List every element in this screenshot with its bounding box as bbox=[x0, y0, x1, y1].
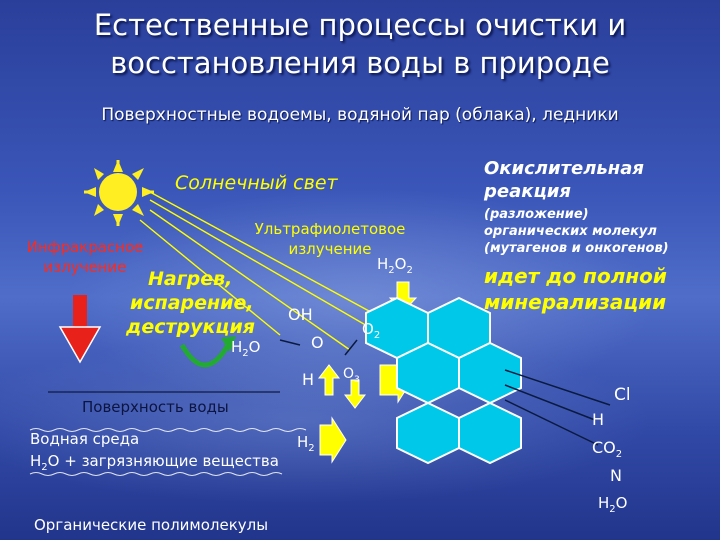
h-formula: H bbox=[302, 370, 315, 389]
water-env-label: Водная среда bbox=[30, 430, 140, 448]
o-formula: O bbox=[311, 333, 324, 352]
ray-3 bbox=[149, 209, 351, 351]
infrared-label-line1: Инфракрасное bbox=[26, 238, 144, 256]
h-up-arrow-icon bbox=[317, 364, 341, 396]
hexagon-cluster bbox=[365, 296, 522, 465]
mineral-label-line2: минерализации bbox=[484, 290, 667, 314]
oxidation-label-line2: реакция bbox=[484, 181, 571, 202]
h2-right-arrow-icon bbox=[319, 416, 347, 464]
oh-formula: OH bbox=[288, 305, 313, 324]
o2-formula: O2 bbox=[362, 320, 381, 341]
evaporation-arrow-icon bbox=[179, 336, 236, 368]
h2o2-formula: H2O2 bbox=[377, 255, 413, 276]
h2o-formula: H2O bbox=[231, 338, 261, 359]
decomp-label-line1: (разложение) bbox=[484, 207, 589, 222]
infrared-label-line2: излучение bbox=[43, 258, 127, 276]
slide-title-line2: восстановления воды в природе bbox=[110, 46, 610, 80]
decomp-label-line2: органических молекул bbox=[484, 224, 657, 239]
h-product: H bbox=[592, 410, 605, 429]
slide-subtitle: Поверхностные водоемы, водяной пар (обла… bbox=[101, 105, 619, 125]
decomp-label-line3: (мутагенов и онкогенов) bbox=[484, 241, 669, 256]
sun-icon bbox=[84, 160, 154, 226]
sunlight-label: Солнечный свет bbox=[175, 172, 338, 194]
heat-label-line3: деструкция bbox=[126, 316, 255, 338]
oxidation-label-line1: Окислительная bbox=[484, 158, 644, 179]
uv-label-line2: излучение bbox=[288, 240, 372, 258]
ray-2 bbox=[149, 199, 401, 346]
h2-formula: H2 bbox=[297, 433, 315, 454]
mineral-label-line1: идет до полной bbox=[484, 264, 667, 288]
co2-product: CO2 bbox=[592, 438, 623, 461]
cl-product: Cl bbox=[614, 385, 631, 405]
infrared-arrow-icon bbox=[58, 295, 102, 364]
o3-down-arrow-icon bbox=[343, 379, 367, 409]
slide-title-line1: Естественные процессы очистки и bbox=[93, 8, 627, 42]
ray-4 bbox=[139, 219, 281, 336]
water-formula-label: H2O + загрязняющие вещества bbox=[30, 452, 279, 473]
water-surface-label: Поверхность воды bbox=[82, 398, 229, 416]
polymolecules-label: Органические полимолекулы bbox=[34, 516, 269, 534]
uv-label-line1: Ультрафиолетовое bbox=[254, 220, 406, 238]
o3-formula: O3 bbox=[343, 366, 360, 385]
h2o-product: H2O bbox=[598, 494, 628, 515]
heat-label-line1: Нагрев, bbox=[148, 268, 233, 290]
heat-label-line2: испарение, bbox=[130, 292, 254, 314]
n-product: N bbox=[610, 466, 622, 485]
